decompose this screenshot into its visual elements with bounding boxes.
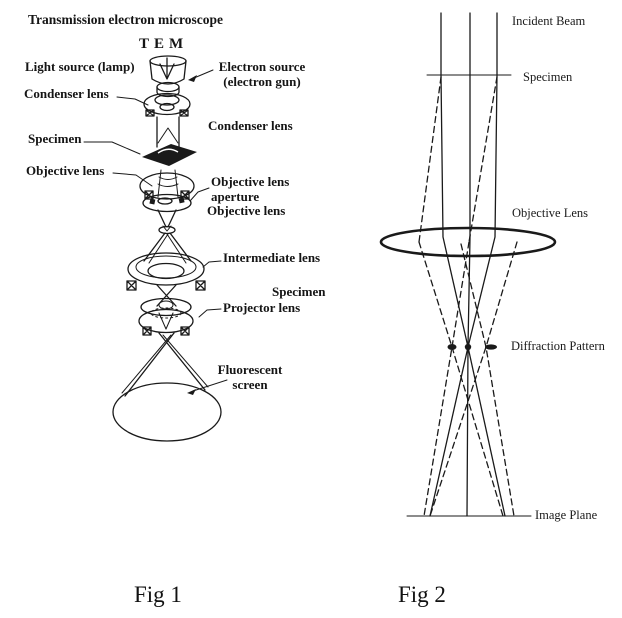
column-drawing xyxy=(156,116,180,148)
specimen-plate-drawing xyxy=(142,144,197,166)
ray-diagram-drawing xyxy=(379,12,557,517)
fig1-tem-heading: TEM xyxy=(139,36,189,52)
label-condenser-lens-left: Condenser lens xyxy=(24,86,109,101)
label-fluorescent-screen-line1: Fluorescent xyxy=(217,362,283,377)
projection-beams-drawing xyxy=(121,332,209,397)
electron-gun-drawing xyxy=(149,55,187,98)
label-light-source: Light source (lamp) xyxy=(25,59,135,74)
tem-column-drawing xyxy=(83,55,228,442)
label-objective-lens-right: Objective lens xyxy=(207,203,286,218)
label-incident-beam: Incident Beam xyxy=(512,14,586,28)
objective-aperture-drawing xyxy=(142,193,192,213)
label-fluorescent-screen-line2: screen xyxy=(232,376,268,392)
transmitted-rays xyxy=(429,12,506,517)
fig1-leader-lines xyxy=(83,69,228,395)
objective-lens-ellipse xyxy=(379,226,557,258)
label-fluorescent-screen: Fluorescent screen xyxy=(210,362,290,393)
label-objective-lens-left: Objective lens xyxy=(26,163,105,178)
beam-cone-drawing xyxy=(143,209,192,264)
label-objective-aperture: Objective lens aperture xyxy=(211,174,290,205)
label-objective-aperture-line1: Objective lens xyxy=(211,174,290,189)
label-objective-aperture-line2: aperture xyxy=(211,188,260,204)
label-electron-source: Electron source (electron gun) xyxy=(210,59,314,90)
label-projector-lens: Projector lens xyxy=(223,300,301,315)
label-condenser-lens-right: Condenser lens xyxy=(208,118,293,133)
label-specimen-left: Specimen xyxy=(28,131,82,146)
label-objective-lens-fig2: Objective Lens xyxy=(512,206,589,220)
label-diffraction-pattern: Diffraction Pattern xyxy=(511,339,605,353)
condenser-lens-drawing xyxy=(143,92,191,117)
label-electron-source-line2: (electron gun) xyxy=(223,73,301,89)
fig1-title: Transmission electron microscope xyxy=(28,12,223,27)
fluorescent-screen-drawing xyxy=(112,382,222,442)
fig1-caption: Fig 1 xyxy=(134,582,182,607)
fig2-caption: Fig 2 xyxy=(398,582,446,607)
label-specimen-right: Specimen xyxy=(272,284,326,299)
label-electron-source-line1: Electron source xyxy=(218,59,306,74)
incident-beam-rays xyxy=(440,12,498,76)
projector-lens-drawing xyxy=(138,297,194,336)
label-specimen-fig2: Specimen xyxy=(523,70,573,84)
label-intermediate-lens: Intermediate lens xyxy=(223,250,321,265)
diffraction-spots xyxy=(447,343,497,351)
label-image-plane: Image Plane xyxy=(535,508,598,522)
